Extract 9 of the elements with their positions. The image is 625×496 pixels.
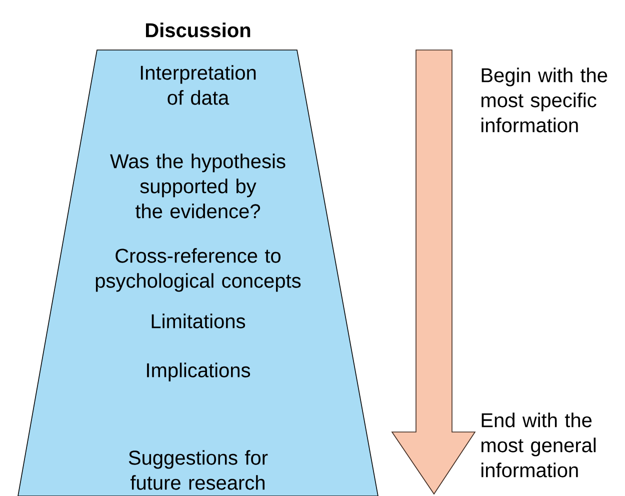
topic-text: Implications <box>147 362 250 382</box>
topic-text: Interpretation of data <box>140 65 256 105</box>
topic-text: Was the hypothesis supported by the evidence? <box>110 154 286 218</box>
topic-text: Limitations <box>152 314 246 328</box>
topic-text: Suggestions for future research <box>128 450 268 490</box>
note-text: End with the most general information <box>482 412 596 478</box>
note-text: Begin with the most specific information <box>482 68 608 132</box>
topic-text: Cross-reference to psychological concepts <box>96 248 301 292</box>
section-heading: Discussion <box>146 22 250 38</box>
